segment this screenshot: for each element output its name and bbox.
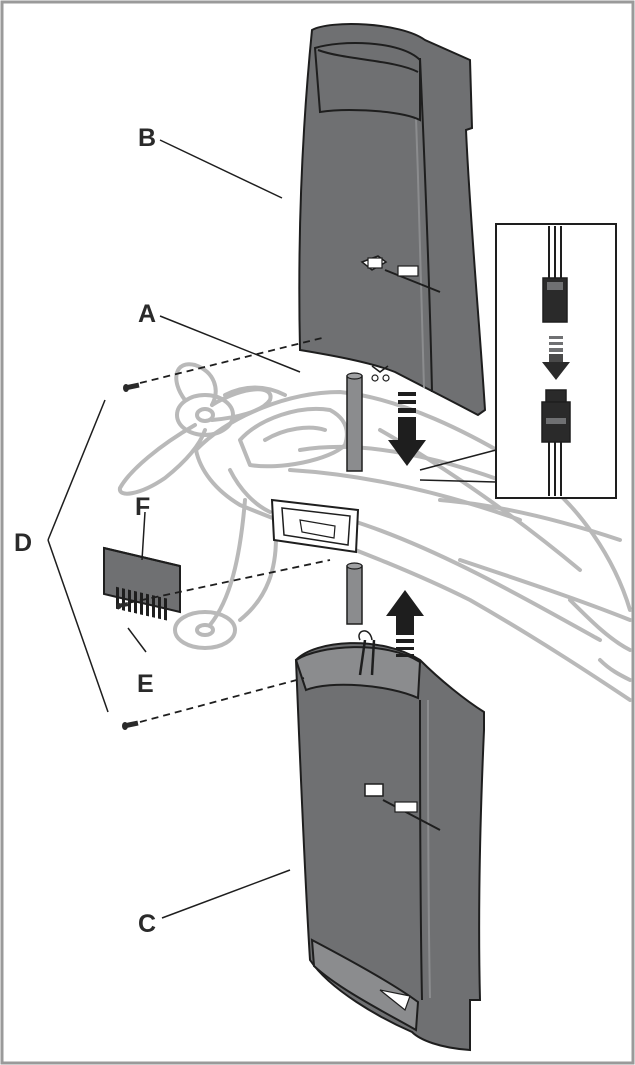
down-arrow xyxy=(388,392,426,466)
screws xyxy=(116,382,140,730)
joiner-rod xyxy=(346,372,363,625)
lower-fin xyxy=(294,630,485,1052)
label-f: F xyxy=(135,493,150,521)
fuselage xyxy=(118,362,632,702)
label-a: A xyxy=(138,300,156,328)
hatch-opening xyxy=(270,498,360,554)
screw-upper xyxy=(123,382,140,392)
screw-middle xyxy=(116,602,129,609)
label-b: B xyxy=(138,124,156,152)
up-arrow xyxy=(386,590,424,657)
hatch-cover xyxy=(103,546,181,621)
label-d: D xyxy=(14,529,32,557)
leader-lines xyxy=(47,139,301,919)
label-c: C xyxy=(138,910,156,938)
label-e: E xyxy=(137,670,154,698)
screw-lower xyxy=(122,720,139,730)
connector-detail-inset xyxy=(419,223,617,499)
alignment-lines xyxy=(127,337,331,723)
upper-fin xyxy=(298,23,487,417)
